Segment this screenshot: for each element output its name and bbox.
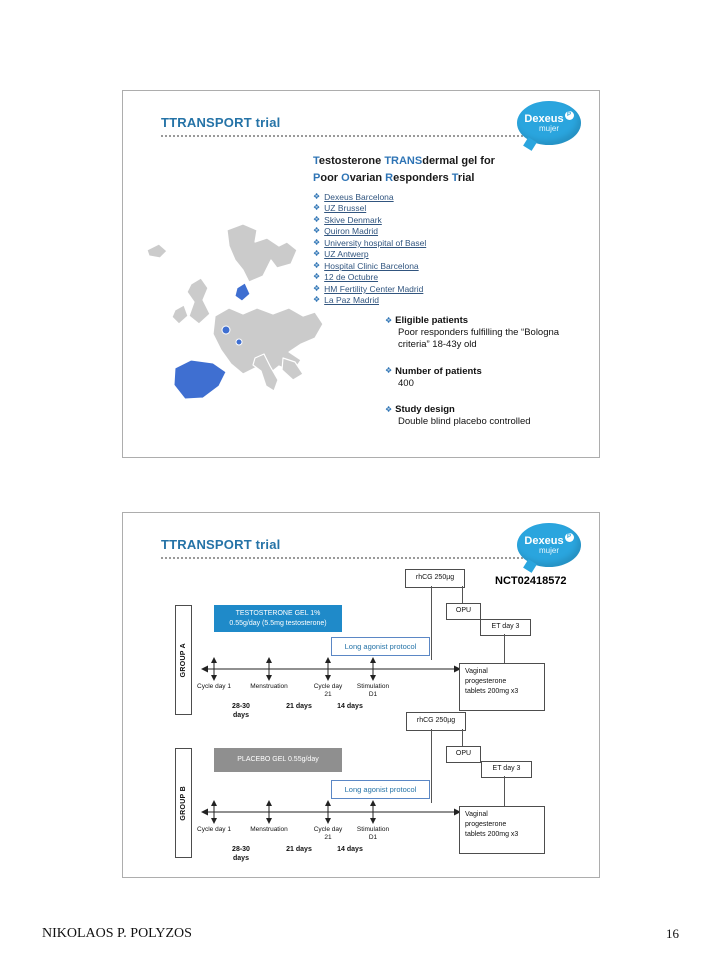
trial-acronym: Testosterone TRANSdermal gel for Poor Ov… (313, 153, 495, 187)
diamond-bullet-icon: ❖ (313, 237, 321, 247)
groupB-gel-box: PLACEBO GEL 0.55g/day (214, 748, 342, 772)
diamond-bullet-icon: ❖ (313, 272, 321, 282)
europe-map (131, 219, 336, 421)
diamond-bullet-icon: ❖ (313, 249, 321, 259)
belgium-highlight (221, 325, 231, 335)
groupB-opu-box: OPU (446, 746, 481, 763)
groupB-opu-connector (462, 729, 463, 746)
groupA-duration-label: 28-30 days (232, 703, 250, 719)
groupB-label-box: GROUP B (175, 748, 192, 858)
center-list-item: ❖Quiron Madrid (313, 226, 379, 237)
logo-p-mark: P (564, 532, 574, 542)
diamond-bullet-icon: ❖ (313, 203, 321, 213)
center-list-item: ❖Hospital Clinic Barcelona (313, 260, 419, 271)
groupB-timeline-axis (201, 800, 461, 824)
center-list-item: ❖Skive Denmark (313, 214, 382, 225)
logo-tail (523, 137, 537, 151)
center-list-item: ❖University hospital of Basel (313, 237, 427, 248)
logo-subtext: mujer (538, 545, 559, 555)
groupB-rhcg-connector (431, 729, 432, 803)
logo-subtext: mujer (538, 123, 559, 133)
groupA-rhcg-box: rhCG 250µg (405, 569, 465, 588)
diamond-bullet-icon: ❖ (385, 315, 393, 325)
groupA-duration-label: 14 days (337, 703, 363, 710)
trial-facts: ❖ Eligible patients Poor responders fulf… (385, 315, 585, 442)
diamond-bullet-icon: ❖ (385, 366, 393, 376)
title-rule (161, 135, 563, 137)
diamond-bullet-icon: ❖ (313, 191, 321, 201)
page-number: 16 (666, 926, 679, 941)
groupB-et-connector (504, 776, 505, 806)
footer-author: NIKOLAOS P. POLYZOS (42, 926, 192, 941)
slide1-title: TTRANSPORT trial (161, 115, 281, 130)
groupB-tick-label: Stimulation D1 (356, 826, 390, 842)
groupA-protocol-box: Long agonist protocol (331, 637, 430, 656)
fact-study-design: ❖ Study design Double blind placebo cont… (385, 404, 531, 428)
groupA-vaginal-box: Vaginal progesterone tablets 200mg x3 (459, 663, 545, 711)
center-list-item: ❖Dexeus Barcelona (313, 191, 394, 202)
title-rule (161, 557, 563, 559)
diamond-bullet-icon: ❖ (313, 295, 321, 305)
groupA-tick-label: Cycle day 21 (313, 683, 343, 699)
groupB-tick-label: Cycle day 21 (313, 826, 343, 842)
nct-number: NCT02418572 (495, 575, 567, 587)
logo-bubble: Dexeus P mujer (517, 101, 581, 151)
acronym-line-1: Testosterone TRANSdermal gel for (313, 155, 495, 167)
center-list-item: ❖HM Fertility Center Madrid (313, 283, 424, 294)
groupB-duration-label: 28-30 days (232, 846, 250, 862)
groupB-tick-label: Cycle day 1 (197, 826, 231, 833)
groupB-duration-label: 21 days (286, 846, 312, 853)
groupA-opu-box: OPU (446, 603, 481, 620)
groupA-opu-connector (462, 586, 463, 603)
diamond-bullet-icon: ❖ (313, 260, 321, 270)
diamond-bullet-icon: ❖ (385, 404, 393, 414)
groupA-et-box: ET day 3 (480, 619, 531, 636)
groupA-tick-label: Stimulation D1 (356, 683, 390, 699)
participating-centers-list: ❖Dexeus Barcelona ❖UZ Brussel ❖Skive Den… (313, 191, 426, 306)
acronym-line-2: Poor Ovarian Responders Trial (313, 172, 475, 185)
groupA-et-connector (504, 634, 505, 663)
logo-tail (523, 559, 537, 573)
groupA-duration-label: 21 days (286, 703, 312, 710)
center-list-item: ❖UZ Brussel (313, 203, 367, 214)
denmark-highlight (234, 282, 251, 302)
logo-p-mark: P (564, 110, 574, 120)
groupA-timeline-axis (201, 657, 461, 681)
groupA-tick-label: Menstruation (250, 683, 288, 690)
diamond-bullet-icon: ❖ (313, 226, 321, 236)
groupB-protocol-box: Long agonist protocol (331, 780, 430, 799)
slide-1: TTRANSPORT trial Dexeus P mujer Testoste… (122, 90, 600, 458)
center-list-item: ❖UZ Antwerp (313, 249, 369, 260)
groupB-vaginal-box: Vaginal progesterone tablets 200mg x3 (459, 806, 545, 854)
diamond-bullet-icon: ❖ (313, 283, 321, 293)
groupA-tick-label: Cycle day 1 (197, 683, 231, 690)
center-list-item: ❖12 de Octubre (313, 272, 379, 283)
groupB-tick-label: Menstruation (250, 826, 288, 833)
groupA-label-box: GROUP A (175, 605, 192, 715)
slide2-title: TTRANSPORT trial (161, 537, 281, 552)
logo-text: Dexeus (524, 534, 564, 547)
logo-text: Dexeus (524, 112, 564, 125)
dexeus-logo: Dexeus P mujer (517, 523, 583, 573)
basel-highlight (235, 338, 243, 346)
fact-eligible-patients: ❖ Eligible patients Poor responders fulf… (385, 315, 560, 351)
slide-2: TTRANSPORT trial Dexeus P mujer NCT02418… (122, 512, 600, 878)
groupB-duration-label: 14 days (337, 846, 363, 853)
spain-highlight (173, 359, 227, 400)
diamond-bullet-icon: ❖ (313, 214, 321, 224)
logo-bubble: Dexeus P mujer (517, 523, 581, 573)
groupB-et-box: ET day 3 (481, 761, 532, 778)
groupB-rhcg-box: rhCG 250µg (406, 712, 466, 731)
groupA-rhcg-connector (431, 586, 432, 660)
groupA-gel-box: TESTOSTERONE GEL 1% 0.55g/day (5.5mg tes… (214, 605, 342, 632)
dexeus-logo: Dexeus P mujer (517, 101, 583, 151)
center-list-item: ❖La Paz Madrid (313, 295, 379, 306)
fact-number-of-patients: ❖ Number of patients 400 (385, 365, 482, 389)
